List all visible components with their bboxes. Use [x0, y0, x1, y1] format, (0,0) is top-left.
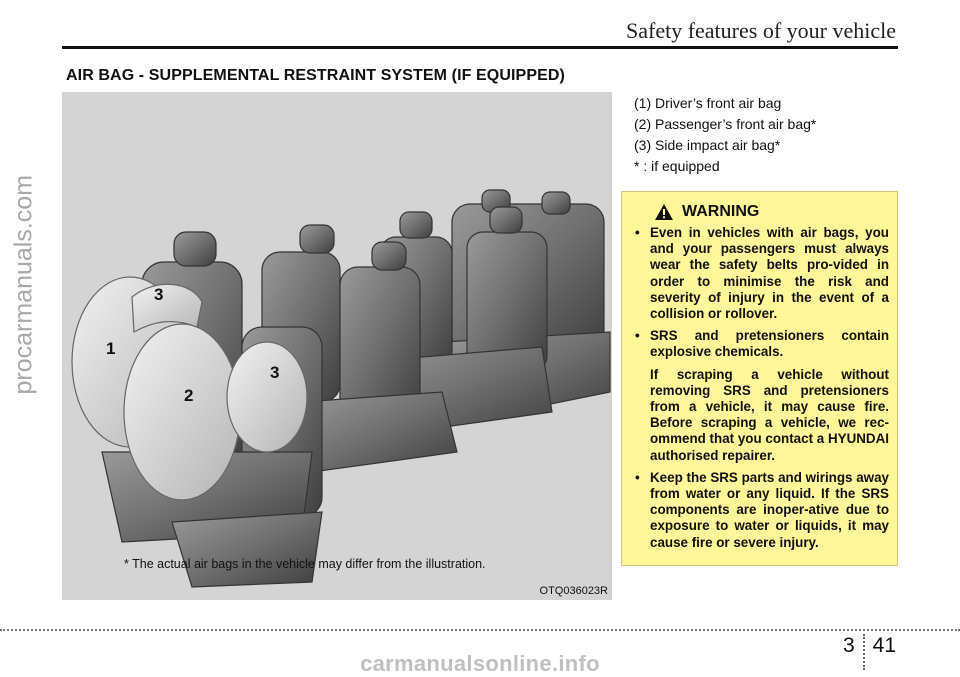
warning-icon [655, 204, 673, 220]
page-separator [862, 634, 865, 670]
warning-list: •Even in vehicles with air bags, you and… [632, 225, 889, 551]
warning-title: WARNING [682, 203, 760, 220]
warning-item: •Keep the SRS parts and wirings away fro… [635, 469, 889, 550]
warning-item: •SRS and pretensioners contain explosive… [635, 328, 889, 463]
warning-header: WARNING [654, 203, 889, 221]
legend-item: (3) Side impact air bag* [634, 137, 781, 153]
page-index: 41 [872, 634, 896, 657]
warning-box: WARNING •Even in vehicles with air bags,… [621, 191, 898, 566]
footer-rule [0, 629, 960, 631]
page-heading: AIR BAG - SUPPLEMENTAL RESTRAINT SYSTEM … [66, 67, 565, 84]
warning-item-extra: If scraping a vehicle without removing S… [650, 366, 889, 463]
callout-2: 2 [184, 386, 193, 405]
airbags [71, 276, 308, 501]
seats-drawing: 3 1 2 3 [71, 189, 611, 588]
page-number: 3 41 [843, 634, 896, 670]
airbag-legend: (1) Driver’s front air bag (2) Passenger… [634, 93, 816, 177]
section-title: Safety features of your vehicle [626, 18, 896, 43]
legend-item: (2) Passenger’s front air bag* [634, 116, 817, 132]
figure-note: * The actual air bags in the vehicle may… [124, 557, 486, 571]
callout-3-lower: 3 [270, 363, 279, 382]
figure-code: OTQ036023R [539, 585, 608, 597]
bottom-watermark: carmanualsonline.info [360, 651, 600, 676]
callout-1: 1 [106, 339, 115, 358]
header-rule [62, 46, 898, 49]
callout-3-upper: 3 [154, 285, 163, 304]
chapter-number: 3 [842, 634, 855, 657]
side-watermark: procarmanuals.com [9, 174, 38, 395]
legend-item: (1) Driver’s front air bag [634, 95, 782, 111]
legend-footnote: * : if equipped [634, 158, 720, 174]
airbag-illustration: 3 1 2 3 * The actual air bags in the veh… [62, 92, 612, 600]
warning-item: •Even in vehicles with air bags, you and… [635, 225, 889, 322]
